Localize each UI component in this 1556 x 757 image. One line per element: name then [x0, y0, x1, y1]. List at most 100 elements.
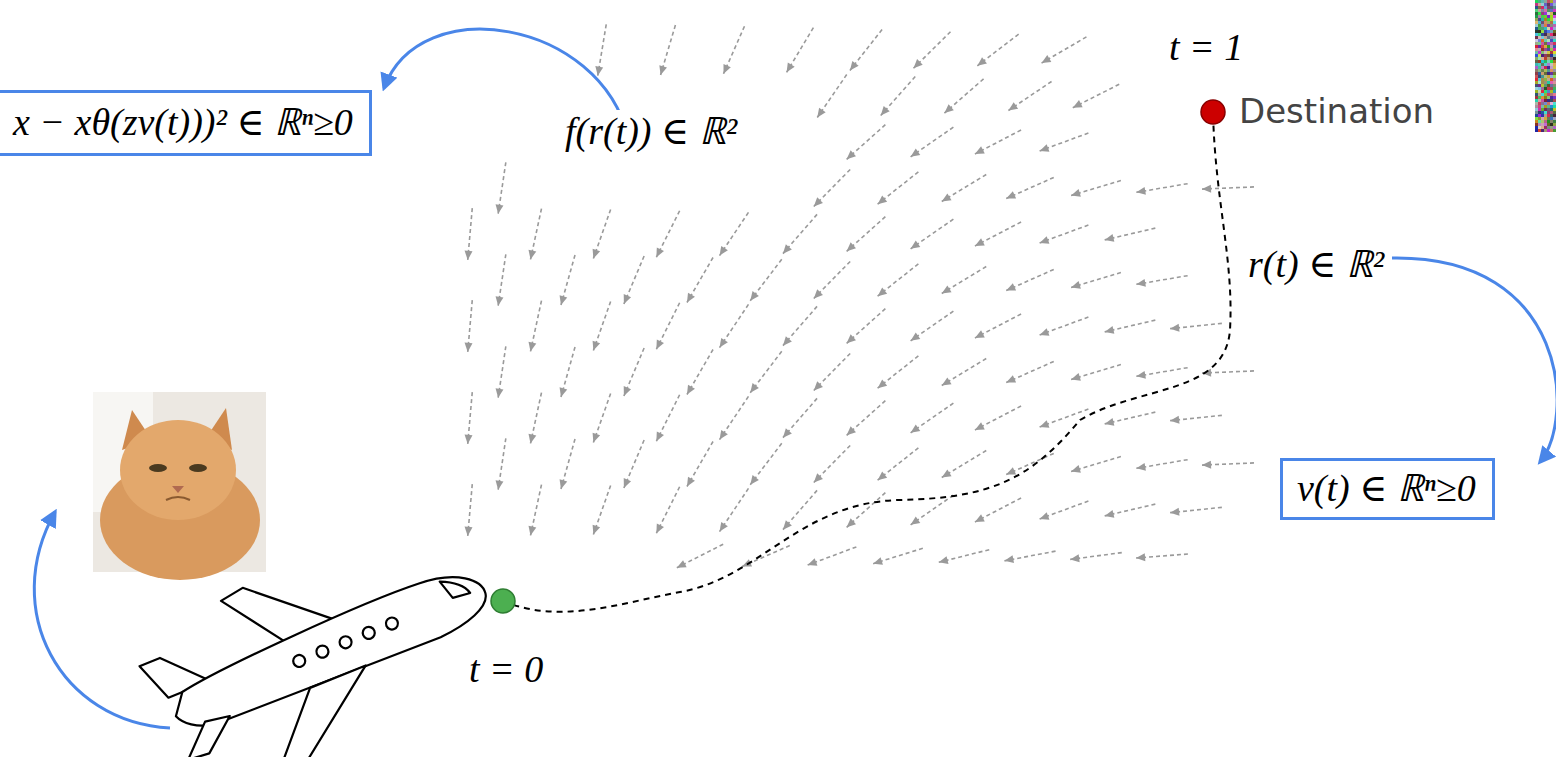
field-arrowhead — [496, 296, 504, 305]
field-arrowhead — [975, 146, 985, 154]
field-arrow — [847, 493, 886, 528]
field-arrow — [975, 498, 1021, 522]
field-arrowhead — [593, 525, 601, 535]
field-arrow — [677, 544, 723, 568]
field-arrowhead — [1170, 508, 1179, 516]
field-arrowhead — [1071, 373, 1081, 381]
field-arrow — [1040, 317, 1089, 335]
field-arrowhead — [593, 433, 601, 443]
field-arrowhead — [1040, 512, 1050, 520]
field-arrow — [656, 395, 679, 442]
field-arrowhead — [656, 339, 664, 349]
field-arrow — [975, 406, 1021, 430]
field-arrowhead — [560, 479, 568, 489]
field-arrow — [881, 77, 916, 116]
field-arrow — [847, 217, 886, 252]
field-arrow — [878, 448, 919, 480]
field-arrowhead — [528, 250, 536, 260]
destination-dot — [1201, 100, 1225, 124]
field-arrowhead — [975, 422, 985, 430]
vector-field — [465, 24, 1254, 567]
field-arrowhead — [878, 379, 888, 388]
field-arrowhead — [687, 477, 695, 487]
field-arrow — [720, 396, 749, 439]
field-arrowhead — [1040, 236, 1050, 244]
field-arrowhead — [878, 287, 888, 296]
field-arrowhead — [1070, 554, 1079, 562]
field-arrowhead — [593, 341, 601, 351]
field-arrow — [975, 222, 1021, 246]
field-arrowhead — [847, 518, 856, 527]
field-label: f(r(t)) ∈ ℝ² — [562, 110, 740, 154]
field-arrowhead — [847, 426, 856, 435]
field-arrow — [1042, 37, 1087, 63]
field-arrowhead — [720, 522, 728, 532]
field-arrowhead — [783, 336, 792, 345]
field-arrowhead — [496, 204, 504, 213]
field-arrowhead — [1040, 328, 1050, 336]
field-arrowhead — [975, 514, 985, 522]
airplane — [127, 504, 519, 757]
field-arrow — [814, 169, 850, 206]
field-arrowhead — [1071, 189, 1081, 197]
math-box: x − xθ(zν(t)))² ∈ ℝⁿ≥0 — [0, 90, 372, 156]
field-arrowhead — [847, 334, 856, 343]
math-expression: x − xθ(zν(t)))² ∈ ℝⁿ≥0 — [13, 102, 353, 144]
field-arrowhead — [939, 556, 949, 564]
field-arrowhead — [1202, 185, 1211, 193]
field-arrowhead — [1105, 234, 1115, 242]
field-arrow — [911, 311, 954, 341]
field-arrowhead — [1105, 326, 1115, 334]
mapping-arrow — [1392, 258, 1556, 462]
field-arrowhead — [1040, 144, 1050, 152]
field-arrowhead — [656, 247, 664, 257]
field-arrowhead — [624, 478, 631, 488]
field-arrow — [817, 75, 846, 118]
field-arrow — [1040, 409, 1089, 427]
field-arrowhead — [1136, 553, 1145, 561]
field-arrow — [942, 359, 986, 386]
field-arrowhead — [878, 195, 888, 204]
field-arrowhead — [750, 475, 759, 485]
field-arrowhead — [911, 516, 921, 524]
field-arrowhead — [465, 343, 473, 352]
field-arrow — [1006, 453, 1054, 474]
field-arrowhead — [1006, 283, 1016, 290]
field-arrowhead — [496, 388, 504, 397]
field-arrow — [783, 214, 817, 253]
field-arrow — [750, 443, 781, 484]
field-arrowhead — [720, 338, 728, 348]
field-arrow — [911, 495, 954, 525]
field-arrowhead — [787, 63, 795, 73]
field-arrow — [847, 401, 886, 436]
field-arrow — [1008, 81, 1051, 110]
field-arrow — [808, 547, 857, 565]
field-arrowhead — [1040, 420, 1050, 428]
field-arrowhead — [656, 523, 664, 533]
field-arrowhead — [1071, 465, 1081, 473]
field-arrow — [914, 32, 951, 69]
field-arrow — [624, 440, 644, 488]
field-arrowhead — [817, 108, 825, 118]
time-label: t = 1 — [1166, 26, 1246, 70]
field-arrow — [1040, 225, 1089, 243]
field-arrow — [1040, 501, 1089, 519]
field-arrow — [814, 261, 850, 298]
field-arrow — [624, 256, 644, 304]
field-arrowhead — [528, 434, 536, 444]
math-box: ν(t) ∈ ℝⁿ≥0 — [1280, 458, 1495, 520]
field-arrow — [720, 488, 749, 531]
field-arrowhead — [977, 57, 987, 66]
field-arrowhead — [873, 557, 883, 565]
field-arrowhead — [975, 238, 985, 246]
position-label: r(t) ∈ ℝ² — [1245, 243, 1387, 287]
field-arrowhead — [496, 480, 504, 489]
field-arrow — [593, 301, 610, 350]
field-arrowhead — [911, 240, 921, 248]
field-arrowhead — [1136, 187, 1146, 195]
field-arrow — [656, 303, 679, 350]
field-arrowhead — [593, 249, 601, 259]
field-arrow — [720, 304, 749, 347]
field-arrowhead — [942, 469, 952, 477]
field-arrowhead — [1073, 100, 1083, 108]
